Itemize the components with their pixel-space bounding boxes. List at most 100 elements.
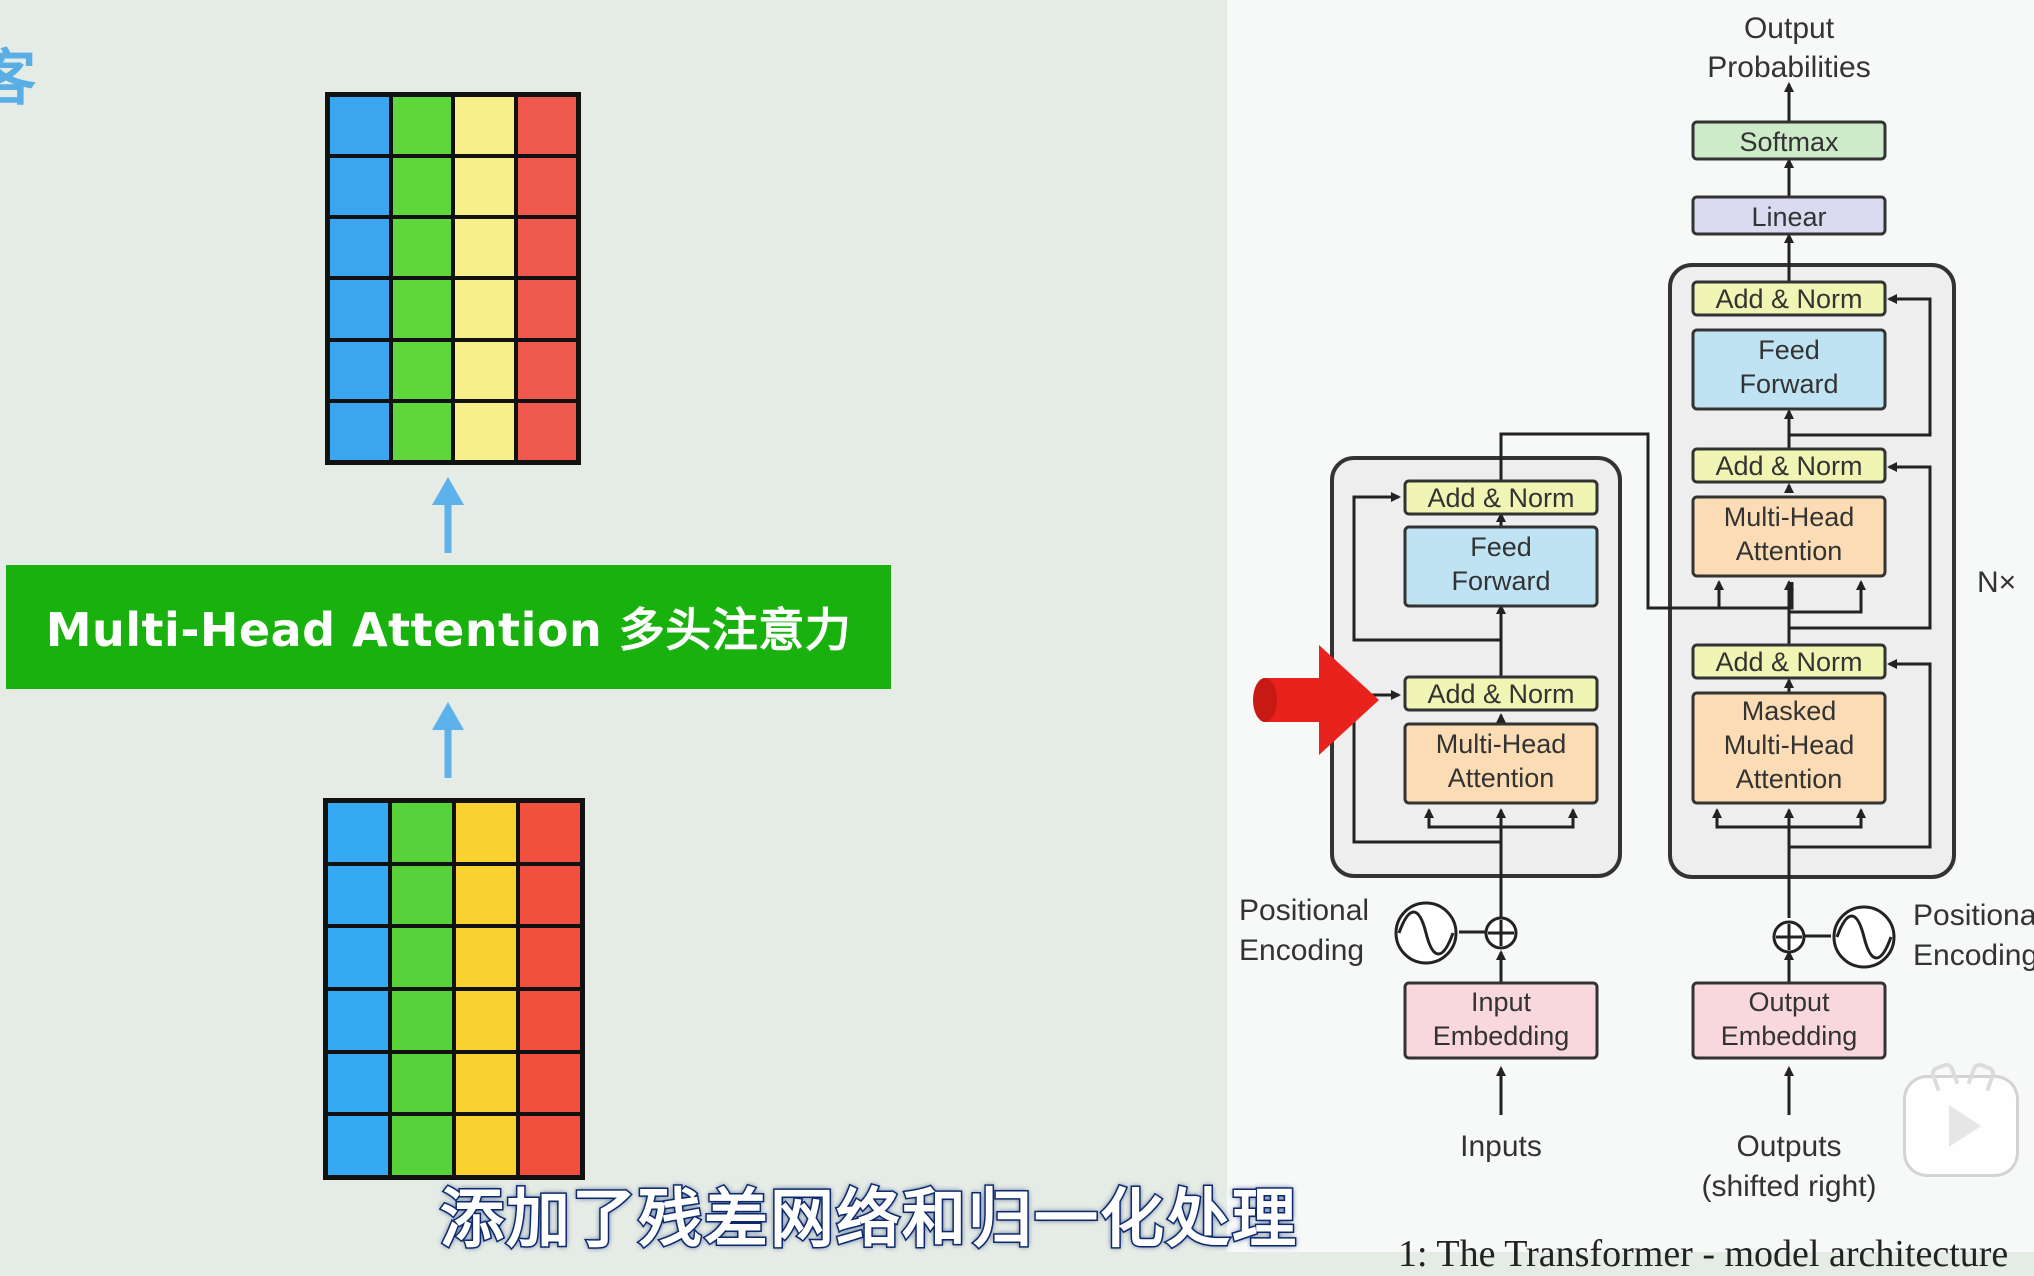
matrix-cell: [330, 402, 389, 460]
matrix-cell: [456, 1116, 516, 1175]
matrix-cell: [328, 865, 388, 925]
svg-text:Add & Norm: Add & Norm: [1715, 284, 1862, 314]
matrix-cell: [520, 928, 580, 987]
decoder-multi-head-attention: Multi-Head Attention: [1691, 495, 1887, 578]
matrix-cell: [328, 928, 388, 987]
svg-text:Attention: Attention: [1736, 536, 1843, 566]
input-embedding-block: Input Embedding: [1403, 981, 1599, 1060]
linear-block: Linear: [1691, 195, 1887, 236]
svg-text:Input: Input: [1471, 987, 1532, 1017]
svg-text:Feed: Feed: [1470, 532, 1532, 562]
matrix-cell: [520, 803, 580, 862]
svg-text:Forward: Forward: [1451, 566, 1550, 596]
svg-text:Multi-Head: Multi-Head: [1436, 729, 1567, 759]
encoder-add-norm-top: Add & Norm: [1403, 479, 1599, 516]
decoder-add-norm-middle: Add & Norm: [1691, 447, 1887, 484]
matrix-cell: [392, 803, 452, 862]
svg-text:Positional: Positional: [1239, 894, 1369, 927]
matrix-cell: [392, 280, 451, 338]
svg-text:Outputs: Outputs: [1736, 1130, 1841, 1163]
outputs-label: Outputs (shifted right): [1701, 1130, 1876, 1203]
matrix-cell: [520, 1053, 580, 1113]
svg-text:Attention: Attention: [1448, 763, 1555, 793]
matrix-cell: [520, 990, 580, 1050]
svg-text:Attention: Attention: [1736, 764, 1843, 794]
matrix-cell: [330, 341, 389, 399]
svg-text:Embedding: Embedding: [1433, 1021, 1570, 1051]
matrix-cell: [392, 158, 451, 216]
svg-text:Add & Norm: Add & Norm: [1715, 647, 1862, 677]
svg-text:Embedding: Embedding: [1721, 1021, 1858, 1051]
play-button[interactable]: [1903, 1060, 2019, 1177]
matrix-cell: [392, 341, 451, 399]
matrix-cell: [328, 803, 388, 862]
partial-heading-char: 客: [0, 44, 36, 114]
matrix-cell: [330, 97, 389, 155]
matrix-cell: [392, 1053, 452, 1113]
encoder-positional-encoding-label: Positional Encoding: [1239, 894, 1369, 967]
matrix-cell: [392, 219, 451, 277]
transformer-architecture-diagram: Add & Norm Feed Forward Add & Norm Multi…: [1239, 12, 2034, 1203]
matrix-cell: [328, 1116, 388, 1175]
svg-text:Multi-Head: Multi-Head: [1724, 730, 1855, 760]
decoder-add-norm-top: Add & Norm: [1691, 280, 1887, 317]
matrix-cell: [330, 280, 389, 338]
svg-text:Multi-Head: Multi-Head: [1724, 502, 1855, 532]
matrix-cell: [392, 1116, 452, 1175]
matrix-cell: [328, 990, 388, 1050]
matrix-cell: [456, 865, 516, 925]
svg-text:Add & Norm: Add & Norm: [1427, 483, 1574, 513]
banner-label: Multi-Head Attention 多头注意力: [45, 603, 852, 657]
svg-text:Feed: Feed: [1758, 335, 1820, 365]
matrix-cell: [392, 865, 452, 925]
decoder-sine-wave-icon: [1832, 905, 1896, 969]
nx-label: N×: [1977, 566, 2016, 599]
encoder-stack: [1330, 456, 1622, 878]
decoder-masked-multi-head-attention: Masked Multi-Head Attention: [1691, 691, 1887, 805]
svg-text:Encoding: Encoding: [1239, 934, 1364, 967]
decoder-add-norm-bottom: Add & Norm: [1691, 643, 1887, 680]
softmax-block: Softmax: [1691, 120, 1887, 161]
matrix-cell: [328, 1053, 388, 1113]
decoder-add-circle-icon: [1772, 920, 1806, 954]
multi-head-attention-banner: Multi-Head Attention 多头注意力: [6, 565, 891, 689]
video-subtitle: 添加了残差网络和归一化处理: [439, 1182, 1298, 1259]
play-icon: [1949, 1105, 1981, 1147]
matrix-cell: [517, 219, 576, 277]
matrix-cell: [456, 990, 516, 1050]
matrix-cell: [517, 402, 576, 460]
input-matrix: [323, 798, 585, 1180]
decoder-feed-forward: Feed Forward: [1691, 328, 1887, 411]
decoder-positional-encoding-label: Positional Encoding: [1913, 899, 2034, 972]
encoder-add-circle-icon: [1484, 916, 1518, 950]
svg-text:Add & Norm: Add & Norm: [1715, 451, 1862, 481]
matrix-cell: [455, 280, 514, 338]
matrix-cell: [455, 219, 514, 277]
svg-text:Positional: Positional: [1913, 899, 2034, 932]
matrix-cell: [330, 219, 389, 277]
matrix-cell: [517, 280, 576, 338]
matrix-cell: [520, 865, 580, 925]
svg-text:Linear: Linear: [1751, 202, 1826, 232]
svg-text:(shifted right): (shifted right): [1701, 1170, 1876, 1203]
matrix-cell: [392, 990, 452, 1050]
matrix-cell: [456, 1053, 516, 1113]
svg-text:Masked: Masked: [1742, 696, 1837, 726]
red-pointer-arrow-icon: [1253, 645, 1379, 755]
svg-text:Output: Output: [1748, 987, 1830, 1017]
connection-lines: [1352, 82, 1932, 1115]
svg-text:Output: Output: [1744, 12, 1835, 45]
svg-text:Softmax: Softmax: [1739, 127, 1839, 157]
svg-text:Encoding: Encoding: [1913, 939, 2034, 972]
encoder-feed-forward: Feed Forward: [1403, 525, 1599, 608]
matrix-cell: [517, 158, 576, 216]
matrix-cell: [330, 158, 389, 216]
output-embedding-block: Output Embedding: [1691, 981, 1887, 1060]
matrix-cell: [392, 928, 452, 987]
left-slide-panel: 客 Multi-Head Attention 多头注意力: [0, 44, 891, 1180]
matrix-cell: [392, 97, 451, 155]
matrix-cell: [456, 928, 516, 987]
matrix-cell: [517, 341, 576, 399]
encoder-sine-wave-icon: [1394, 901, 1458, 965]
matrix-cell: [455, 341, 514, 399]
